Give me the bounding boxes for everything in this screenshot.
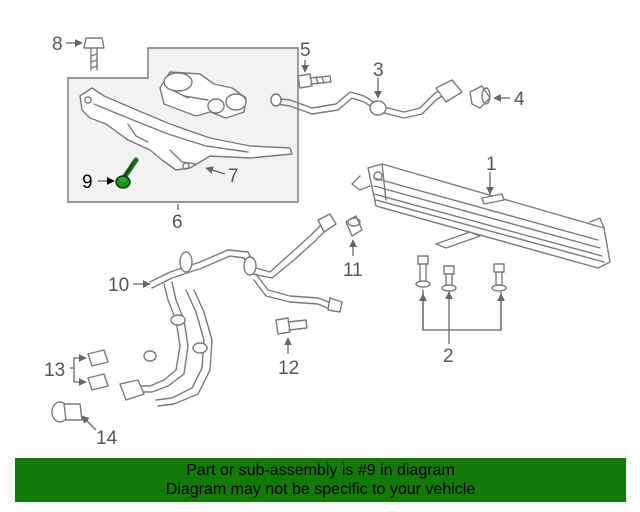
callout-6: 6 bbox=[172, 212, 183, 233]
callout-11: 11 bbox=[343, 260, 363, 281]
callout-labels: 1 2 3 4 5 6 7 8 9 10 11 12 13 14 bbox=[44, 34, 525, 449]
callout-10: 10 bbox=[108, 275, 129, 296]
cooler-part-1 bbox=[351, 163, 611, 269]
pushpin-part-14 bbox=[51, 401, 83, 423]
bolt-part-5 bbox=[297, 73, 332, 89]
callout-12: 12 bbox=[278, 358, 299, 379]
tube-part-3 bbox=[270, 79, 463, 119]
bracket-assembly bbox=[79, 87, 293, 171]
callout-7: 7 bbox=[228, 166, 239, 187]
hose-part-10 bbox=[119, 213, 343, 407]
bolt-part-9[interactable] bbox=[115, 157, 139, 189]
callout-2: 2 bbox=[443, 346, 454, 367]
grommet-part-11 bbox=[345, 215, 363, 237]
subassembly-6-box bbox=[67, 47, 299, 203]
callout-1: 1 bbox=[486, 154, 497, 175]
bolts-part-2 bbox=[415, 255, 507, 292]
footer-line-1: Part or sub-assembly is #9 in diagram bbox=[186, 462, 455, 479]
clips-part-13 bbox=[87, 349, 109, 391]
bolt-part-8 bbox=[83, 37, 105, 71]
leader-lines bbox=[66, 39, 510, 431]
callout-8: 8 bbox=[52, 34, 63, 55]
footer-banner: Part or sub-assembly is #9 in diagram Di… bbox=[15, 458, 626, 502]
callout-3: 3 bbox=[373, 60, 384, 81]
callout-9: 9 bbox=[82, 172, 93, 193]
cap-part-4 bbox=[469, 85, 491, 109]
callout-13: 13 bbox=[44, 360, 65, 381]
bolt-part-12 bbox=[275, 317, 308, 335]
callout-14: 14 bbox=[96, 428, 118, 449]
pump-housing bbox=[159, 71, 247, 119]
callout-4: 4 bbox=[514, 89, 525, 110]
footer-line-2: Diagram may not be specific to your vehi… bbox=[165, 481, 476, 498]
callout-5: 5 bbox=[300, 40, 311, 61]
